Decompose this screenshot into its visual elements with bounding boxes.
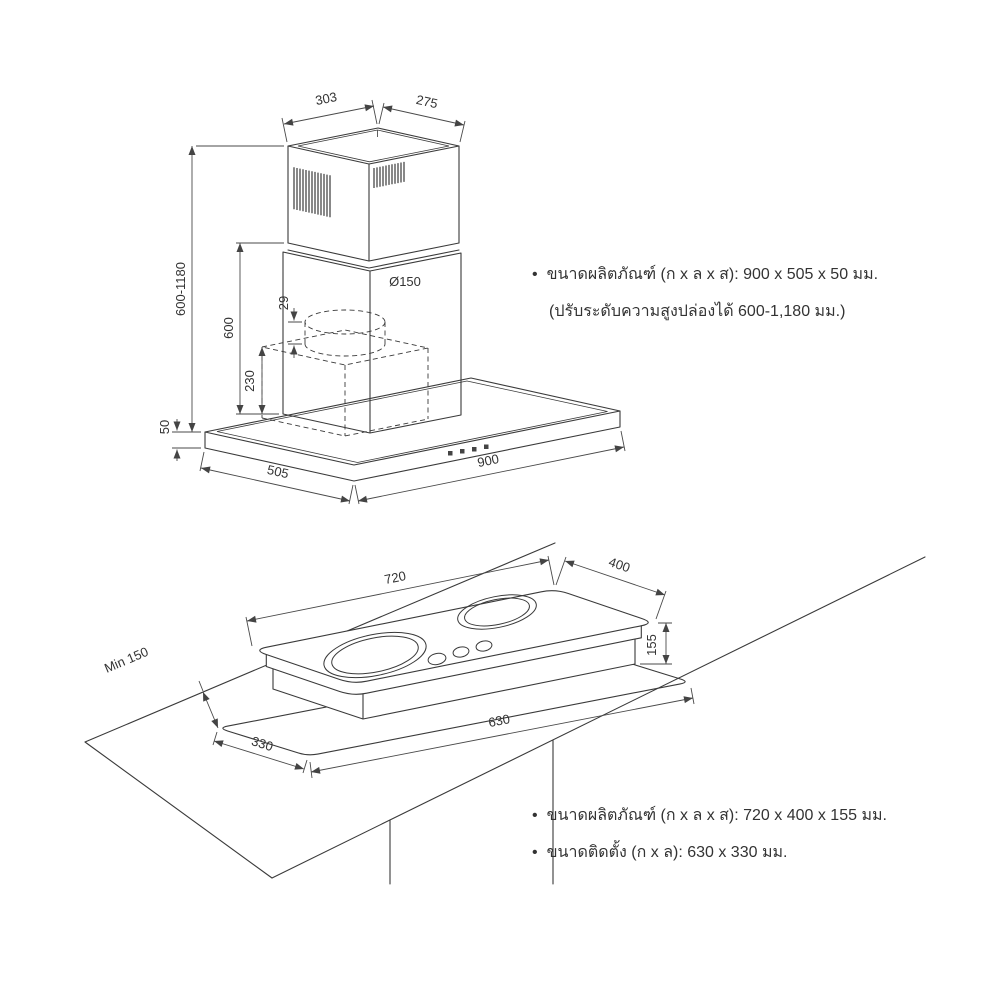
hob-dim-cutout-depth: 330 bbox=[250, 733, 275, 754]
duct-collar-body bbox=[304, 322, 386, 357]
dim-line-275 bbox=[382, 105, 465, 127]
bullet-icon: • bbox=[532, 266, 538, 283]
chimney-lower-edges bbox=[282, 251, 462, 434]
hob-note-install-text: ขนาดติดตั้ง (ก x ล): 630 x 330 มม. bbox=[546, 844, 788, 861]
hood-drawing: 303 275 600-1180 600 230 29 Ø150 50 505 bbox=[157, 89, 626, 505]
ext-lines-330 bbox=[212, 731, 308, 774]
chimney-seam bbox=[287, 242, 460, 269]
hob-drawing: 720 400 155 Min 150 630 330 bbox=[84, 542, 926, 885]
hob-slab-bottom-edges bbox=[265, 625, 642, 695]
burner-large bbox=[323, 631, 427, 679]
hob-dim-depth: 400 bbox=[607, 554, 632, 575]
hob-dim-cutout-width: 630 bbox=[487, 711, 511, 730]
hood-dim-collar-height: 29 bbox=[276, 296, 291, 310]
hood-dim-body-depth: 505 bbox=[266, 462, 290, 481]
hob-dim-min-clearance: Min 150 bbox=[102, 644, 150, 676]
ext-lines-400 bbox=[555, 556, 667, 620]
hood-dim-duct-diameter: Ø150 bbox=[389, 274, 421, 289]
hob-dim-height: 155 bbox=[644, 634, 659, 656]
dim-line-630 bbox=[310, 696, 694, 774]
hood-dim-lower-height: 600 bbox=[221, 317, 236, 339]
hood-dim-top-depth: 275 bbox=[415, 92, 439, 111]
dim-line-505 bbox=[200, 466, 351, 503]
dim-line-min150 bbox=[202, 691, 219, 729]
dim-line-330 bbox=[213, 740, 305, 770]
hob-note-size-text: ขนาดผลิตภัณฑ์ (ก x ล x ส): 720 x 400 x 1… bbox=[546, 807, 887, 824]
control-knobs bbox=[427, 640, 493, 666]
hood-dim-body-width: 900 bbox=[476, 451, 500, 470]
duct-collar-top bbox=[304, 309, 386, 335]
chimney-top-face bbox=[287, 127, 460, 165]
ext-line-min150 bbox=[198, 680, 204, 692]
dim-line-900 bbox=[357, 445, 625, 503]
chimney-upper-edges bbox=[287, 145, 460, 262]
hood-note-adjust-text: (ปรับระดับความสูงปล่องได้ 600-1,180 มม.) bbox=[549, 303, 846, 320]
vent-slots-right bbox=[373, 161, 405, 188]
dim-line-303 bbox=[283, 104, 375, 126]
hood-body-sides bbox=[204, 410, 621, 482]
vent-slots-left bbox=[293, 167, 331, 218]
hood-body-top-inset bbox=[216, 380, 608, 463]
bullet-icon: • bbox=[532, 844, 538, 861]
hood-note-size: • ขนาดผลิตภัณฑ์ (ก x ล x ส): 900 x 505 x … bbox=[532, 265, 878, 285]
chimney-top-inner bbox=[297, 129, 450, 163]
hob-note-install: • ขนาดติดตั้ง (ก x ล): 630 x 330 มม. bbox=[532, 843, 787, 863]
ext-lines-vertical bbox=[172, 145, 302, 449]
dim-line-720 bbox=[246, 558, 550, 623]
hood-note-adjust: (ปรับระดับความสูงปล่องได้ 600-1,180 มม.) bbox=[549, 302, 845, 322]
bullet-icon: • bbox=[532, 807, 538, 824]
hob-note-size: • ขนาดผลิตภัณฑ์ (ก x ล x ส): 720 x 400 x … bbox=[532, 806, 887, 826]
ext-lines-303 bbox=[281, 99, 378, 143]
hood-dim-body-height: 50 bbox=[157, 420, 172, 434]
hood-dim-top-width: 303 bbox=[314, 89, 338, 108]
hood-dim-housing-height: 230 bbox=[242, 370, 257, 392]
hood-note-size-text: ขนาดผลิตภัณฑ์ (ก x ล x ส): 900 x 505 x 5… bbox=[546, 266, 879, 283]
hob-dim-width: 720 bbox=[383, 568, 407, 587]
dim-line-400 bbox=[564, 560, 666, 596]
hood-dim-height-range: 600-1180 bbox=[173, 262, 188, 316]
